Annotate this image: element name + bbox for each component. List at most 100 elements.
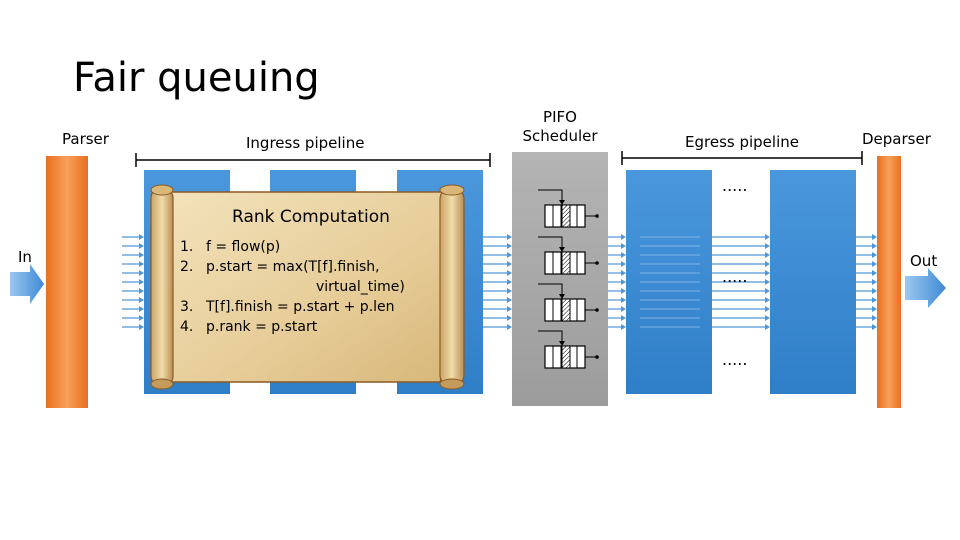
rank-step: 4. p.rank = p.start xyxy=(180,317,410,337)
flow-arrowhead xyxy=(139,252,144,258)
pifo-queues xyxy=(538,189,599,369)
flow-arrowhead xyxy=(139,261,144,267)
flow-arrowhead xyxy=(507,261,512,267)
flow-arrowhead xyxy=(872,234,877,240)
flow-arrowhead xyxy=(765,288,770,294)
flow-arrowhead xyxy=(139,279,144,285)
rank-step-text: p.rank = p.start xyxy=(206,319,318,335)
flow-arrowhead xyxy=(139,288,144,294)
rank-step-text: p.start = max(T[f].finish, xyxy=(206,259,380,275)
out-label: Out xyxy=(910,252,938,270)
flow-arrowhead xyxy=(507,306,512,312)
ellipsis-middle: ..... xyxy=(722,267,748,286)
flow-arrowhead xyxy=(621,315,626,321)
flow-arrowhead xyxy=(507,279,512,285)
packet-flow-lines xyxy=(122,234,877,330)
flow-arrowhead xyxy=(872,252,877,258)
flow-arrowhead xyxy=(872,243,877,249)
flow-arrowhead xyxy=(765,297,770,303)
pifo-scheduler-label: PIFO Scheduler xyxy=(510,108,610,146)
flow-arrowhead xyxy=(621,288,626,294)
flow-arrowhead xyxy=(765,243,770,249)
rank-step-number xyxy=(180,277,206,297)
scroll-roll-right xyxy=(439,187,465,387)
pifo-label-line-2: Scheduler xyxy=(522,127,598,145)
rank-step-number: 1. xyxy=(180,239,194,255)
ellipsis-bottom: ..... xyxy=(722,350,748,369)
flow-arrowhead xyxy=(507,270,512,276)
flow-arrowhead xyxy=(139,243,144,249)
out-arrow xyxy=(905,268,946,308)
egress-stage-2 xyxy=(770,170,856,394)
rank-step-text: T[f].finish = p.start + p.len xyxy=(206,299,395,315)
pifo-queue xyxy=(538,330,599,369)
deparser-block xyxy=(877,156,901,408)
flow-arrowhead xyxy=(872,324,877,330)
flow-arrowhead xyxy=(765,261,770,267)
rank-step: 1. f = flow(p) xyxy=(180,237,410,257)
pifo-label-line-1: PIFO xyxy=(543,108,577,126)
page-title: Fair queuing xyxy=(73,55,320,101)
in-arrow xyxy=(10,264,44,304)
rank-step: virtual_time) xyxy=(180,277,410,297)
rank-step-text: f = flow(p) xyxy=(206,239,281,255)
egress-span-bracket xyxy=(621,151,863,165)
flow-arrowhead xyxy=(765,306,770,312)
flow-arrowhead xyxy=(621,270,626,276)
flow-arrowhead xyxy=(507,243,512,249)
flow-arrowhead xyxy=(139,315,144,321)
scroll-roll-left xyxy=(150,187,174,387)
flow-arrowhead xyxy=(621,306,626,312)
flow-arrowhead xyxy=(765,234,770,240)
rank-step: 2. p.start = max(T[f].finish, xyxy=(180,257,410,277)
ingress-pipeline-label: Ingress pipeline xyxy=(246,134,365,152)
pifo-queue xyxy=(538,283,599,322)
flow-arrowhead xyxy=(621,279,626,285)
rank-step-number: 2. xyxy=(180,259,194,275)
parser-label: Parser xyxy=(62,130,109,148)
flow-arrowhead xyxy=(621,297,626,303)
flow-arrowhead xyxy=(139,324,144,330)
pifo-queue xyxy=(538,189,599,228)
flow-arrowhead xyxy=(507,315,512,321)
flow-arrowhead xyxy=(507,324,512,330)
flow-arrowhead xyxy=(872,297,877,303)
flow-arrowhead xyxy=(872,270,877,276)
flow-arrowhead xyxy=(872,261,877,267)
flow-arrowhead xyxy=(621,234,626,240)
rank-step-text: virtual_time) xyxy=(316,279,405,295)
flow-arrowhead xyxy=(507,252,512,258)
flow-arrowhead xyxy=(139,306,144,312)
egress-pipeline-label: Egress pipeline xyxy=(685,133,799,151)
flow-arrowhead xyxy=(765,279,770,285)
flow-arrowhead xyxy=(621,243,626,249)
ellipsis-top: ..... xyxy=(722,176,748,195)
flow-arrowhead xyxy=(507,234,512,240)
flow-arrowhead xyxy=(139,234,144,240)
rank-step: 3. T[f].finish = p.start + p.len xyxy=(180,297,410,317)
flow-arrowhead xyxy=(139,297,144,303)
in-label: In xyxy=(18,248,32,266)
flow-arrowhead xyxy=(621,324,626,330)
rank-step-number: 3. xyxy=(180,299,194,315)
flow-arrowhead xyxy=(872,315,877,321)
flow-arrowhead xyxy=(507,297,512,303)
rank-computation-scroll xyxy=(150,184,465,390)
flow-arrowhead xyxy=(621,252,626,258)
ingress-span-bracket xyxy=(135,153,491,167)
flow-arrowhead xyxy=(139,270,144,276)
flow-arrowhead xyxy=(507,288,512,294)
rank-step-number: 4. xyxy=(180,319,194,335)
flow-arrowhead xyxy=(765,252,770,258)
flow-arrowhead xyxy=(872,288,877,294)
deparser-label: Deparser xyxy=(862,130,931,148)
flow-arrowhead xyxy=(765,315,770,321)
scroll-heading: Rank Computation xyxy=(232,207,390,227)
rank-steps-list: 1. f = flow(p) 2. p.start = max(T[f].finish… xyxy=(180,237,410,337)
flow-arrowhead xyxy=(621,261,626,267)
flow-arrowhead xyxy=(872,279,877,285)
flow-arrowhead xyxy=(872,306,877,312)
parser-block xyxy=(46,156,88,408)
flow-arrowhead xyxy=(765,270,770,276)
